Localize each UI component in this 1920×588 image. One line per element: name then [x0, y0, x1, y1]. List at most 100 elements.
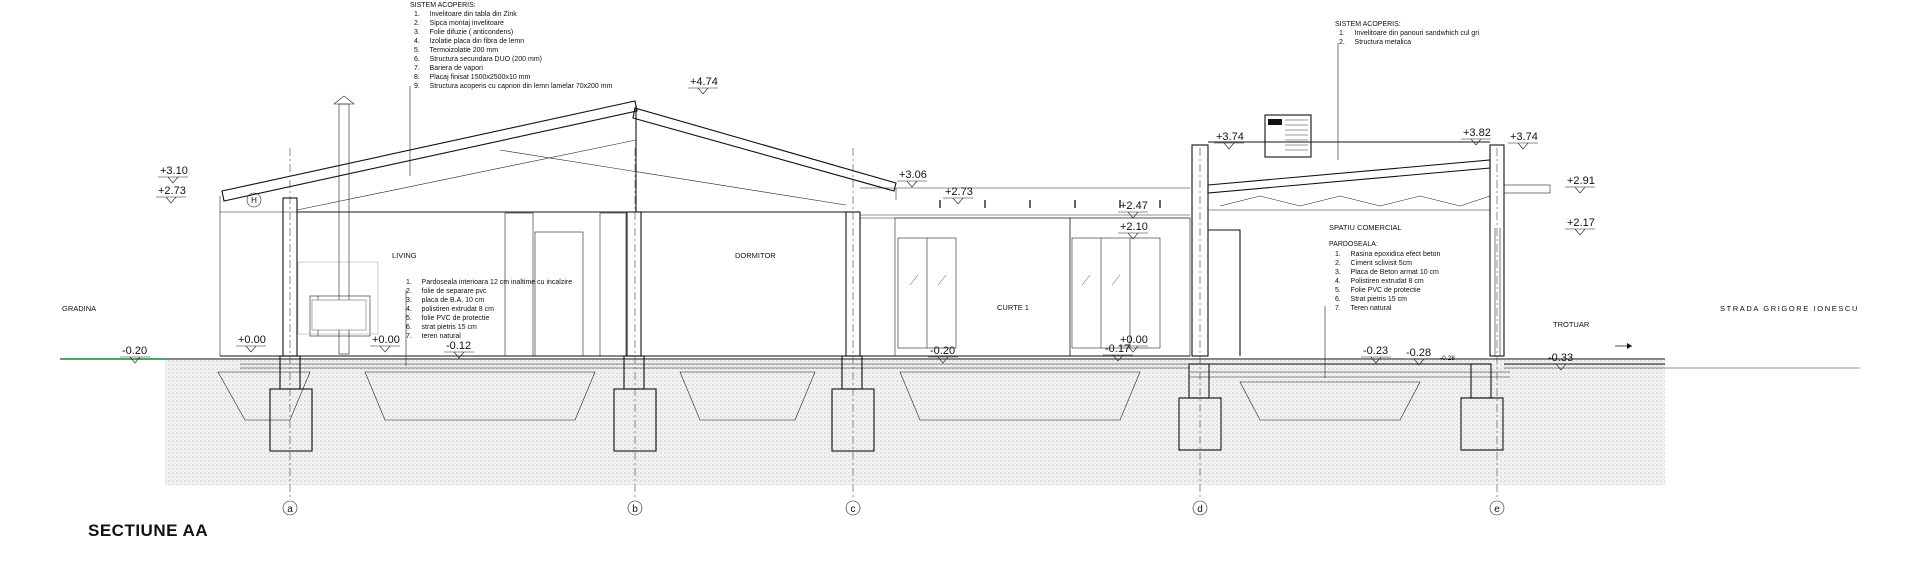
level-374b: +3.74 [1508, 131, 1538, 150]
svg-text:2. Ciment sclivisit 5cm: 2. Ciment sclivisit 5cm [1335, 260, 1412, 267]
level-m017: -0.17 [1103, 343, 1133, 362]
label-trotuar: TROTUAR [1553, 320, 1590, 329]
svg-text:+2.91: +2.91 [1567, 175, 1595, 187]
floor-notes-right: SPATIU COMERCIAL PARDOSEALA: 1. Rasina e… [1329, 223, 1441, 312]
svg-text:-0.12: -0.12 [446, 340, 471, 352]
svg-text:+0.00: +0.00 [238, 334, 266, 346]
svg-text:4. Izolatie placa din fibr: 4. Izolatie placa din fibra de lemn [414, 38, 524, 45]
svg-text:-0.20: -0.20 [122, 345, 147, 357]
svg-text:1. Pardoseala interioara 1: 1. Pardoseala interioara 12 cm inaltime … [406, 279, 572, 286]
glass-door-left [897, 237, 957, 349]
level-000c: +0.00 [1118, 334, 1148, 353]
svg-text:-0.23: -0.23 [1363, 345, 1388, 357]
svg-text:2. folie de separare pvc: 2. folie de separare pvc [406, 288, 487, 295]
level-m012: -0.12 [444, 340, 474, 359]
roof-notes-left: SISTEM ACOPERIS: 1. Invelitoare din tabl… [410, 2, 613, 90]
svg-text:+0.00: +0.00 [1120, 334, 1148, 346]
svg-text:5. Termoizolatie 200 mm: 5. Termoizolatie 200 mm [414, 47, 498, 54]
svg-text:1. Invelitoare din panouri: 1. Invelitoare din panouri sandwhich cul… [1339, 30, 1480, 37]
axis-a: a [282, 500, 298, 516]
svg-text:+2.47: +2.47 [1120, 200, 1148, 212]
house-section: H [219, 95, 897, 357]
svg-text:+3.74: +3.74 [1216, 131, 1244, 143]
roof-right-pitch [632, 107, 897, 192]
foundation-d [1178, 363, 1222, 451]
level-marks: +4.74 +3.10 +2.73 +3.06 +2.73 +2.47 +2.1… [120, 76, 1595, 371]
level-273b: +2.73 [943, 186, 973, 205]
level-m028-small: -0.28 [1440, 355, 1455, 362]
level-000b: +0.00 [370, 334, 400, 353]
svg-text:SISTEM ACOPERIS:: SISTEM ACOPERIS: [410, 2, 476, 9]
svg-text:-0.28: -0.28 [1406, 347, 1431, 359]
svg-text:+4.74: +4.74 [690, 76, 718, 88]
room-curte: CURTE 1 [997, 303, 1029, 312]
svg-text:c: c [851, 504, 856, 515]
svg-text:2. Sipca montaj invelitoar: 2. Sipca montaj invelitoare [414, 20, 504, 27]
axis-c: c [845, 500, 861, 516]
svg-text:H: H [251, 196, 257, 205]
svg-text:2. Structura metalica: 2. Structura metalica [1339, 39, 1411, 46]
floor-notes-left: 1. Pardoseala interioara 12 cm inaltime … [406, 279, 572, 340]
svg-text:-0.20: -0.20 [930, 345, 955, 357]
svg-text:7. Teren natural: 7. Teren natural [1335, 305, 1392, 312]
svg-text:+3.82: +3.82 [1463, 127, 1491, 139]
roof-notes-right: SISTEM ACOPERIS: 1. Invelitoare din pano… [1335, 21, 1480, 46]
level-374a: +3.74 [1214, 131, 1244, 150]
hvac-unit [1264, 114, 1312, 158]
label-strada: STRADA GRIGORE IONESCU [1720, 304, 1859, 313]
level-m023: -0.23 [1361, 345, 1391, 364]
svg-text:a: a [287, 504, 293, 515]
axis-labels: a b c d e [282, 500, 1505, 516]
svg-text:+3.10: +3.10 [160, 165, 188, 177]
svg-text:1. Rasina epoxidica efect: 1. Rasina epoxidica efect beton [1335, 251, 1441, 258]
svg-text:1. Invelitoare din tabla d: 1. Invelitoare din tabla din Zink [414, 11, 517, 18]
courtyard [860, 187, 1191, 357]
svg-text:+0.00: +0.00 [372, 334, 400, 346]
label-gradina: GRADINA [62, 304, 96, 313]
svg-text:3. placa de B.A. 10 cm: 3. placa de B.A. 10 cm [406, 297, 484, 304]
svg-text:d: d [1197, 504, 1203, 515]
svg-text:3. Placa de Beton armat 10: 3. Placa de Beton armat 10 cm [1335, 269, 1439, 276]
level-291: +2.91 [1565, 175, 1595, 194]
svg-text:+3.74: +3.74 [1510, 131, 1538, 143]
level-210: +2.10 [1118, 221, 1148, 240]
svg-text:+2.10: +2.10 [1120, 221, 1148, 233]
glass-door-right [1071, 237, 1161, 349]
svg-text:-0.33: -0.33 [1548, 352, 1573, 364]
svg-text:+2.73: +2.73 [158, 185, 186, 197]
svg-text:6. Strat pietris 15 cm: 6. Strat pietris 15 cm [1335, 296, 1407, 303]
room-dormitor: DORMITOR [735, 251, 776, 260]
svg-text:7. teren natural: 7. teren natural [406, 333, 461, 340]
level-247: +2.47 [1118, 200, 1148, 219]
svg-text:+3.06: +3.06 [899, 169, 927, 181]
wall-b [626, 211, 642, 357]
level-m020a: -0.20 [120, 345, 150, 364]
level-000a: +0.00 [236, 334, 266, 353]
room-labels: LIVING DORMITOR CURTE 1 GRADINA TROTUAR … [62, 251, 1859, 329]
level-474: +4.74 [688, 76, 718, 95]
level-382: +3.82 [1461, 127, 1491, 146]
drawing-title: SECTIUNE AA [88, 521, 208, 540]
svg-text:e: e [1494, 504, 1500, 515]
axis-e: e [1489, 500, 1505, 516]
level-273a: +2.73 [156, 185, 186, 204]
metal-roof [1207, 159, 1491, 194]
marker-h [246, 192, 262, 208]
level-306: +3.06 [897, 169, 927, 188]
level-m028: -0.28 [1404, 347, 1434, 366]
svg-text:4. polistiren extrudat 8 c: 4. polistiren extrudat 8 cm [406, 306, 494, 313]
svg-text:-0.17: -0.17 [1105, 343, 1130, 355]
leader-lines [405, 43, 1339, 378]
svg-text:4. Polistiren extrudat 8 c: 4. Polistiren extrudat 8 cm [1335, 278, 1424, 285]
svg-text:SISTEM ACOPERIS:: SISTEM ACOPERIS: [1335, 21, 1401, 28]
svg-text:5. folie PVC de protectie: 5. folie PVC de protectie [406, 315, 489, 322]
roof-left-pitch [221, 100, 638, 202]
axis-d: d [1192, 500, 1208, 516]
level-m020b: -0.20 [928, 345, 958, 364]
svg-text:+2.17: +2.17 [1567, 217, 1595, 229]
room-living: LIVING [392, 251, 417, 260]
axis-b: b [627, 500, 643, 516]
svg-text:8. Placaj finisat 1500x250: 8. Placaj finisat 1500x2500x10 mm [414, 74, 531, 81]
commercial-section [1191, 114, 1665, 369]
